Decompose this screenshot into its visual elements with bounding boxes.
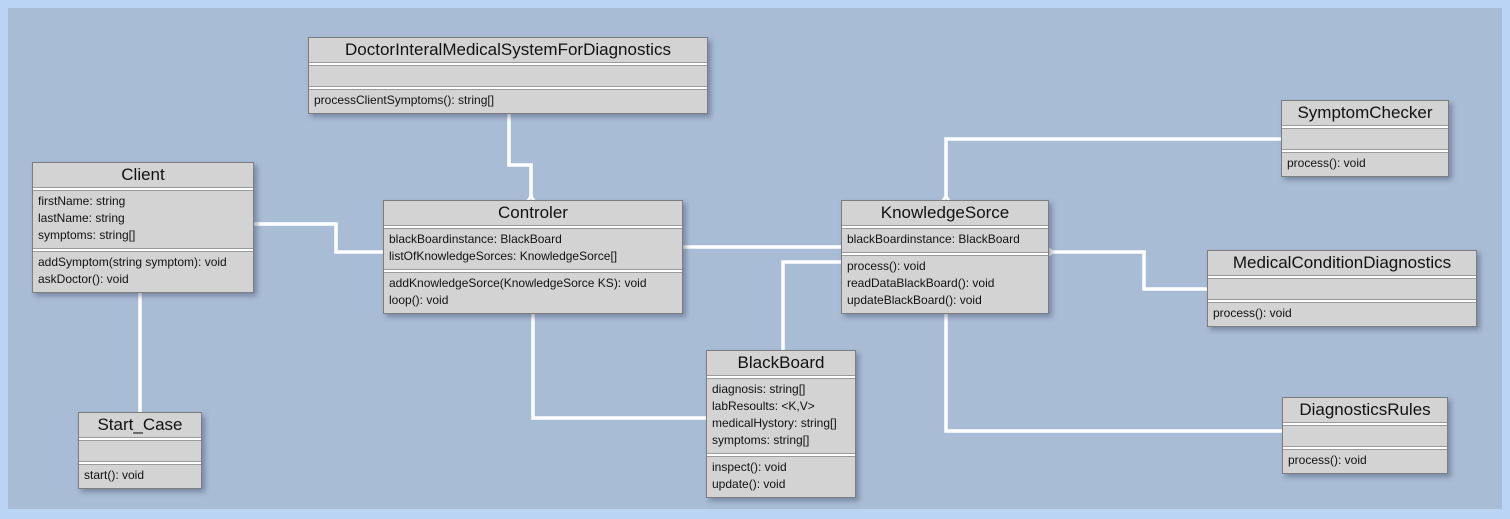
methods-section: process(): void <box>1282 153 1448 176</box>
class-name: Start_Case <box>97 415 183 434</box>
methods-section: addSymptom(string symptom): void askDocto… <box>33 252 253 292</box>
attribute-row: symptoms: string[] <box>712 433 810 447</box>
section-separator <box>79 437 201 441</box>
attributes-section: blackBoardinstance: BlackBoard listOfKnow… <box>384 229 682 269</box>
attribute-row: medicalHystory: string[] <box>712 416 837 430</box>
method-row: loop(): void <box>389 293 449 307</box>
connector-symptom-checker-to-knowledge-sorce[interactable] <box>937 137 1281 208</box>
class-name: DiagnosticsRules <box>1299 400 1431 419</box>
attribute-row: listOfKnowledgeSorces: KnowledgeSorce[] <box>389 249 618 263</box>
method-row: process(): void <box>1213 306 1292 320</box>
connector-client-to-controler[interactable] <box>254 222 383 254</box>
attribute-row: diagnosis: string[] <box>712 382 806 396</box>
section-separator <box>1283 446 1447 450</box>
connector-controler-to-black-board[interactable] <box>531 308 706 420</box>
section-separator <box>1208 299 1476 303</box>
methods-section: process(): void <box>1283 450 1447 473</box>
class-name: BlackBoard <box>737 353 825 372</box>
uml-class-black-board[interactable]: BlackBoard diagnosis: string[] labResoults… <box>706 350 856 498</box>
section-separator <box>309 62 707 66</box>
method-row: start(): void <box>84 468 145 482</box>
attribute-row: blackBoardinstance: BlackBoard <box>389 232 562 246</box>
class-name: DoctorInteralMedicalSystemForDiagnostics <box>345 40 671 59</box>
section-separator <box>1282 149 1448 153</box>
uml-class-diagnostics-rules[interactable]: DiagnosticsRules process(): void <box>1282 397 1448 474</box>
attribute-row: firstName: string <box>38 194 126 208</box>
method-row: readDataBlackBoard(): void <box>847 276 995 290</box>
attributes-section <box>309 66 707 86</box>
section-separator <box>1282 125 1448 129</box>
class-name: KnowledgeSorce <box>880 203 1010 222</box>
attributes-section <box>1283 426 1447 446</box>
section-separator <box>1283 422 1447 426</box>
class-name: MedicalConditionDiagnostics <box>1232 253 1452 272</box>
method-row: addSymptom(string symptom): void <box>38 255 227 269</box>
section-separator <box>33 248 253 252</box>
method-row: processClientSymptoms(): string[] <box>314 93 495 107</box>
section-separator <box>384 225 682 229</box>
attributes-section: blackBoardinstance: BlackBoard <box>842 229 1048 252</box>
method-row: process(): void <box>1288 453 1367 467</box>
class-name: SymptomChecker <box>1297 103 1433 122</box>
attribute-row: labResoults: <K,V> <box>712 399 815 413</box>
section-separator <box>842 252 1048 256</box>
attribute-row: blackBoardinstance: BlackBoard <box>847 232 1020 246</box>
uml-class-controler[interactable]: Controler blackBoardinstance: BlackBoard l… <box>383 200 683 314</box>
section-separator <box>33 187 253 191</box>
uml-class-medical-condition-diagnostics[interactable]: MedicalConditionDiagnostics process(): vo… <box>1207 250 1477 327</box>
attributes-section <box>1208 279 1476 299</box>
section-separator <box>842 225 1048 229</box>
uml-class-symptom-checker[interactable]: SymptomChecker process(): void <box>1281 100 1449 177</box>
methods-section: process(): void <box>1208 303 1476 326</box>
connector-doctor-system-to-controler[interactable] <box>507 112 540 208</box>
attributes-section <box>79 441 201 461</box>
method-row: updateBlackBoard(): void <box>847 293 982 307</box>
section-separator <box>79 461 201 465</box>
attribute-row: symptoms: string[] <box>38 228 136 242</box>
section-separator <box>384 269 682 273</box>
method-row: addKnowledgeSorce(KnowledgeSorce KS): vo… <box>389 276 647 290</box>
attributes-section: firstName: string lastName: string symptom… <box>33 191 253 248</box>
methods-section: start(): void <box>79 465 201 488</box>
uml-class-start-case[interactable]: Start_Case start(): void <box>78 412 202 489</box>
attribute-row: lastName: string <box>38 211 125 225</box>
class-name: Controler <box>498 203 568 222</box>
method-row: process(): void <box>1287 156 1366 170</box>
method-row: inspect(): void <box>712 460 787 474</box>
connector-diagnostics-rules-to-knowledge-sorce[interactable] <box>937 302 1282 433</box>
method-row: update(): void <box>712 477 786 491</box>
method-row: askDoctor(): void <box>38 272 129 286</box>
section-separator <box>309 86 707 90</box>
section-separator <box>1208 275 1476 279</box>
method-row: process(): void <box>847 259 926 273</box>
methods-section: processClientSymptoms(): string[] <box>309 90 707 113</box>
connector-knowledge-sorce-to-black-board[interactable] <box>781 260 841 350</box>
section-separator <box>707 375 855 379</box>
uml-class-client[interactable]: Client firstName: string lastName: string s… <box>32 162 254 293</box>
class-name: Client <box>121 165 165 184</box>
uml-class-doctor-interal-medical-system[interactable]: DoctorInteralMedicalSystemForDiagnostics… <box>308 37 708 114</box>
attributes-section: diagnosis: string[] labResoults: <K,V> med… <box>707 379 855 453</box>
connector-medical-condition-diagnostics-to-knowledge-sorce[interactable] <box>1041 243 1207 291</box>
uml-class-knowledge-sorce[interactable]: KnowledgeSorce blackBoardinstance: BlackB… <box>841 200 1049 314</box>
section-separator <box>707 453 855 457</box>
methods-section: addKnowledgeSorce(KnowledgeSorce KS): vo… <box>384 273 682 313</box>
methods-section: process(): void readDataBlackBoard(): voi… <box>842 256 1048 313</box>
methods-section: inspect(): void update(): void <box>707 457 855 497</box>
attributes-section <box>1282 129 1448 149</box>
